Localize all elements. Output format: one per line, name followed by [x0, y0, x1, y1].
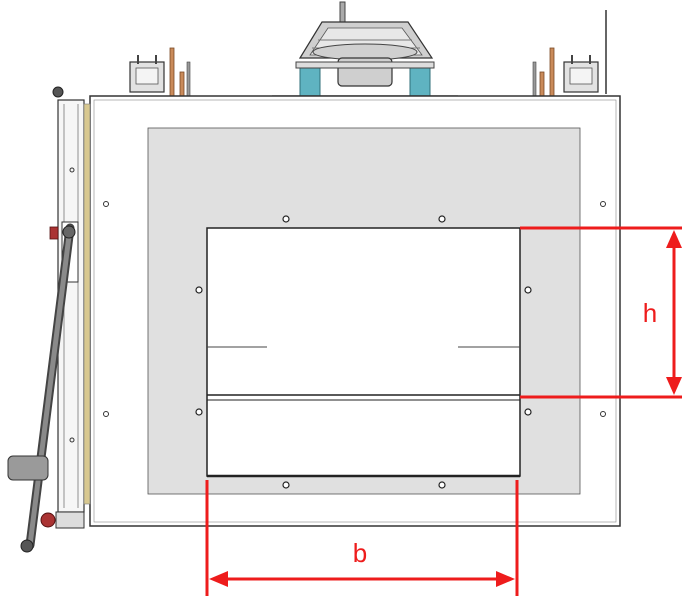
top-fan-assembly: [272, 1, 458, 97]
dimension-b-label: b: [353, 538, 367, 568]
dimension-b: b: [205, 480, 519, 596]
top-left-connector: [129, 47, 191, 97]
dimension-b-arrow-left: [209, 571, 228, 587]
dimension-h-arrow-bottom: [666, 377, 682, 395]
dimension-h-label: h: [643, 298, 657, 328]
dimension-b-arrow-right: [496, 571, 515, 587]
top-right-connector: [532, 10, 607, 97]
door-handle-knob[interactable]: [40, 512, 56, 528]
dimension-h-arrow-top: [666, 230, 682, 248]
left-door-assembly: [7, 86, 91, 553]
dimension-h: h: [520, 226, 682, 399]
chamber-opening: [195, 215, 532, 489]
